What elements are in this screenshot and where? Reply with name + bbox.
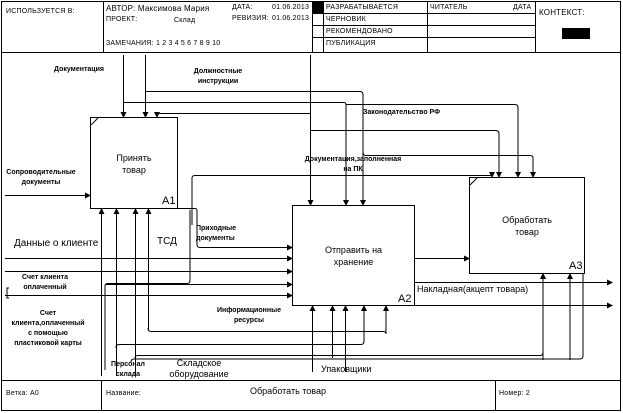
author-field: АВТОР: Максимова Мария xyxy=(106,4,209,13)
box-a3-title-line1: Обработать xyxy=(502,215,552,225)
label-job-instructions-2: инструкции xyxy=(197,78,239,85)
box-a3-corner xyxy=(469,177,478,186)
context-label: КОНТЕКСТ: xyxy=(539,8,585,17)
box-a3[interactable] xyxy=(469,177,585,274)
status-item-0[interactable]: РАЗРАБАТЫВАЕТСЯ xyxy=(326,4,399,11)
label-invoice-paid-1: Счет клиента xyxy=(22,274,68,281)
reader-label: ЧИТАТЕЛЬ xyxy=(430,4,468,11)
project-label: ПРОЕКТ: xyxy=(106,16,138,23)
label-staff: Персонал склада xyxy=(110,360,146,380)
label-invoice-paid: Счет клиента оплаченный xyxy=(14,273,76,293)
label-incoming-2: документы xyxy=(196,235,235,242)
arrow-equipment-2[interactable] xyxy=(130,274,584,363)
label-invoice-card-1: Счет xyxy=(39,310,57,317)
arrow-doc-a3[interactable] xyxy=(311,130,502,178)
label-accompanying-2: документы xyxy=(21,179,61,186)
notes-field: ЗАМЕЧАНИЯ: 1 2 3 4 5 6 7 8 9 10 xyxy=(106,40,220,47)
label-info-resources-2: ресурсы xyxy=(234,317,264,324)
box-a3-number: A3 xyxy=(569,260,583,272)
arrow-staff[interactable] xyxy=(115,305,367,349)
footer-number-value: 2 xyxy=(525,390,530,397)
date-value: 01.06.2013 xyxy=(272,4,310,11)
arrow-info-resources[interactable] xyxy=(147,305,389,335)
box-a1-corner xyxy=(90,117,99,126)
footer-node-label: Ветка: xyxy=(6,390,28,397)
footer-grid xyxy=(1,380,621,411)
footer-number: Номер: 2 xyxy=(499,390,530,397)
label-legislation: Законодательство РФ xyxy=(363,109,441,116)
arrow-doc-a2[interactable] xyxy=(123,102,349,206)
reader-date-label: ДАТА xyxy=(513,4,532,11)
box-a1-title: Принять товар xyxy=(90,152,178,176)
box-a2-number: A2 xyxy=(398,293,412,305)
label-invoice-paid-2: оплаченный xyxy=(23,284,67,291)
label-packers: Упаковщики xyxy=(321,364,372,374)
revision-label: РЕВИЗИЯ: xyxy=(232,15,269,22)
author-label: АВТОР: xyxy=(106,4,136,13)
label-staff-2: склада xyxy=(115,371,141,378)
label-job-instructions-1: Должностные xyxy=(193,68,243,75)
label-invoice-card-3: с помощью xyxy=(28,330,68,337)
label-staff-1: Персонал xyxy=(111,361,145,368)
label-accompanying-docs: Сопроводительные документы xyxy=(2,168,80,188)
box-a1-title-line1: Принять xyxy=(116,153,152,163)
label-info-resources: Информационные ресурсы xyxy=(212,306,286,326)
used-in-label: ИСПОЛЬЗУЕТСЯ В: xyxy=(6,8,75,15)
label-doc-filled: Документация,заполненная на ПК xyxy=(298,155,408,175)
project-value: Склад xyxy=(174,17,196,24)
label-info-resources-1: Информационные xyxy=(217,307,281,314)
author-value: Максимова Мария xyxy=(137,4,210,13)
header-grid xyxy=(1,1,621,53)
notes-numbers: 1 2 3 4 5 6 7 8 9 10 xyxy=(155,40,221,47)
label-job-instructions: Должностные инструкции xyxy=(188,67,248,87)
label-incoming-1: Приходные xyxy=(196,225,237,232)
arrow-incoming-docs[interactable] xyxy=(178,208,293,251)
status-item-1[interactable]: ЧЕРНОВИК xyxy=(326,16,366,23)
label-invoice-card-2: клиента,оплаченный xyxy=(11,320,85,327)
context-thumbnail xyxy=(562,28,590,39)
arrow-a1-a3[interactable] xyxy=(191,172,495,226)
footer-node: Ветка: A0 xyxy=(6,390,39,397)
label-incoming-docs: Приходные документы xyxy=(196,224,236,244)
arrow-doc-a1[interactable] xyxy=(154,112,310,118)
box-a2-title-line1: Отправить на xyxy=(324,245,383,255)
footer-node-value: A0 xyxy=(29,390,39,397)
status-item-2[interactable]: РЕКОМЕНДОВАНО xyxy=(326,28,393,35)
box-a3-title-line2: товар xyxy=(515,227,539,237)
label-client-data: Данные о клиенте xyxy=(14,238,99,249)
footer-title-label: Название: xyxy=(106,390,142,397)
box-a2-title-line2: хранение xyxy=(333,257,374,267)
status-item-3[interactable]: ПУБЛИКАЦИЯ xyxy=(326,40,376,47)
label-invoice-card: Счет клиента,оплаченный с помощью пласти… xyxy=(8,309,88,349)
box-a1-title-line2: товар xyxy=(122,165,146,175)
label-doc-filled-1: Документация,заполненная xyxy=(304,156,402,163)
footer-number-label: Номер: xyxy=(499,390,524,397)
tunnel-icon xyxy=(6,287,9,299)
revision-value: 01.06.2013 xyxy=(272,15,310,22)
label-invoice-card-4: пластиковой карты xyxy=(14,340,82,347)
label-equipment-2: оборудование xyxy=(169,369,229,379)
arrow-job-instructions-a2[interactable] xyxy=(146,91,366,206)
arrow-legislation-a3[interactable] xyxy=(346,104,521,178)
box-a3-title: Обработать товар xyxy=(469,214,585,238)
label-waybill: Накладная(акцепт товара) xyxy=(417,284,529,294)
label-accompanying-1: Сопроводительные xyxy=(6,169,76,176)
notes-label: ЗАМЕЧАНИЯ: xyxy=(106,40,154,47)
arrow-legislation-2[interactable] xyxy=(362,151,536,178)
box-a2-title: Отправить на хранение xyxy=(292,244,415,268)
label-documentation: Документация xyxy=(54,66,104,73)
label-tsd: ТСД xyxy=(157,236,177,247)
status-selected-marker xyxy=(313,2,323,13)
label-doc-filled-2: на ПК xyxy=(343,166,363,173)
label-equipment-1: Складское xyxy=(176,358,222,368)
box-a1-number: A1 xyxy=(162,195,176,207)
arrow-tsd[interactable] xyxy=(104,210,191,370)
date-label: ДАТА: xyxy=(232,4,253,11)
label-equipment: Складское оборудование xyxy=(164,358,234,380)
footer-title-value: Обработать товар xyxy=(250,386,326,396)
